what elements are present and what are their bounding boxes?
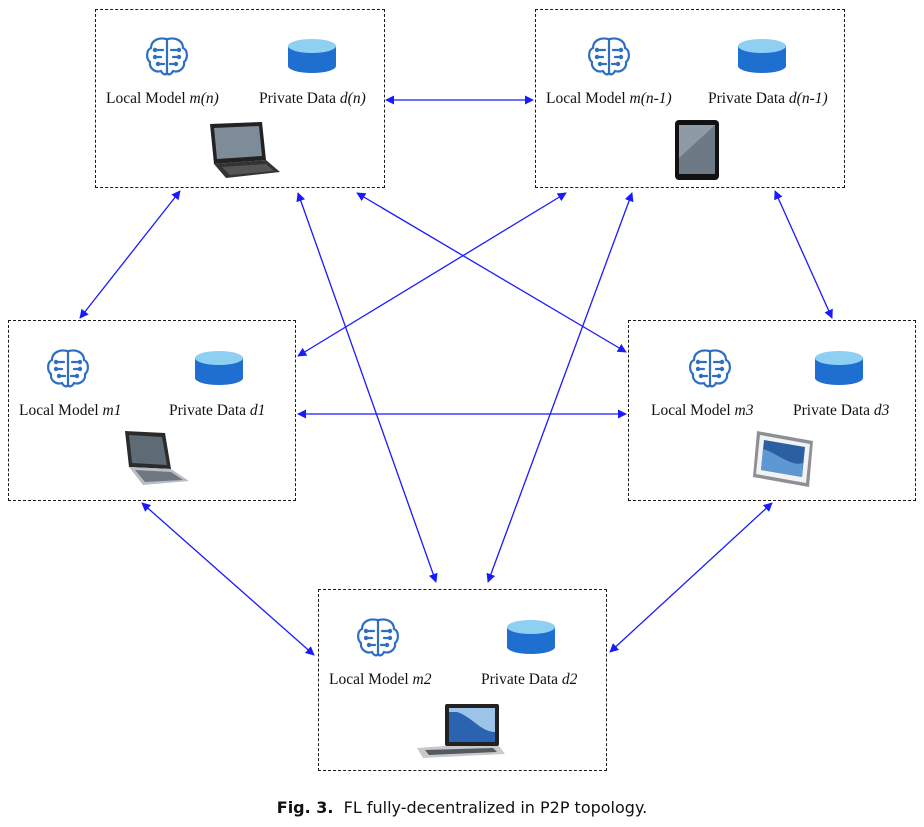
- data-var: d(n): [339, 90, 366, 107]
- caption-text: FL fully-decentralized in P2P topology.: [343, 798, 648, 817]
- model-var: m(n): [189, 90, 219, 107]
- node-m-n: Local Model m(n) Private Data d(n): [95, 9, 385, 188]
- private-data-label: Private Data d3: [793, 402, 890, 419]
- local-model-label: Local Model m2: [329, 671, 432, 688]
- brain-icon: [357, 618, 399, 657]
- data-var: d(n-1): [788, 90, 828, 107]
- brain-icon: [689, 349, 731, 388]
- brain-icon: [47, 349, 89, 388]
- brain-icon: [588, 37, 630, 76]
- database-icon: [195, 351, 243, 385]
- local-model-label: Local Model m(n): [106, 90, 219, 107]
- data-var: d2: [561, 671, 578, 688]
- model-var: m(n-1): [629, 90, 672, 107]
- macbook-icon: [417, 704, 505, 758]
- model-var: m3: [734, 402, 754, 419]
- private-data-label: Private Data d1: [169, 402, 266, 419]
- private-data-label: Private Data d(n-1): [708, 90, 828, 107]
- link-mn1-m3: [774, 190, 833, 319]
- private-data-label: Private Data d2: [481, 671, 578, 688]
- node-m1: Local Model m1 Private Data d1: [8, 320, 296, 501]
- link-mn1-m2: [486, 192, 634, 583]
- node-m2: Local Model m2 Private Data d2: [318, 589, 607, 771]
- link-mn1-m1: [297, 192, 567, 357]
- model-var: m2: [412, 671, 432, 688]
- node-m-n-1: Local Model m(n-1) Private Data d(n-1): [535, 9, 845, 188]
- edges: [79, 95, 833, 656]
- database-icon: [507, 620, 555, 654]
- local-model-label: Local Model m(n-1): [546, 90, 672, 107]
- node-m3: Local Model m3 Private Data d3: [628, 320, 916, 501]
- link-m1-m2: [141, 502, 315, 656]
- laptop-icon: [125, 431, 189, 485]
- model-var: m1: [102, 402, 122, 419]
- link-mn-m1: [79, 190, 181, 319]
- tablet-landscape-icon: [753, 431, 813, 487]
- link-mn-m3: [356, 192, 627, 353]
- data-var: d3: [873, 402, 890, 419]
- link-mn-m2: [296, 192, 438, 583]
- private-data-label: Private Data d(n): [259, 90, 366, 107]
- tablet-icon: [675, 120, 719, 180]
- caption-label: Fig. 3.: [276, 798, 334, 817]
- local-model-label: Local Model m3: [651, 402, 754, 419]
- figure-caption: Fig. 3. FL fully-decentralized in P2P to…: [0, 798, 924, 817]
- data-var: d1: [249, 402, 266, 419]
- database-icon: [738, 39, 786, 73]
- database-icon: [815, 351, 863, 385]
- database-icon: [288, 39, 336, 73]
- tablet-pc-icon: [210, 122, 280, 178]
- link-m3-m2: [609, 502, 773, 653]
- local-model-label: Local Model m1: [19, 402, 122, 419]
- brain-icon: [146, 37, 188, 76]
